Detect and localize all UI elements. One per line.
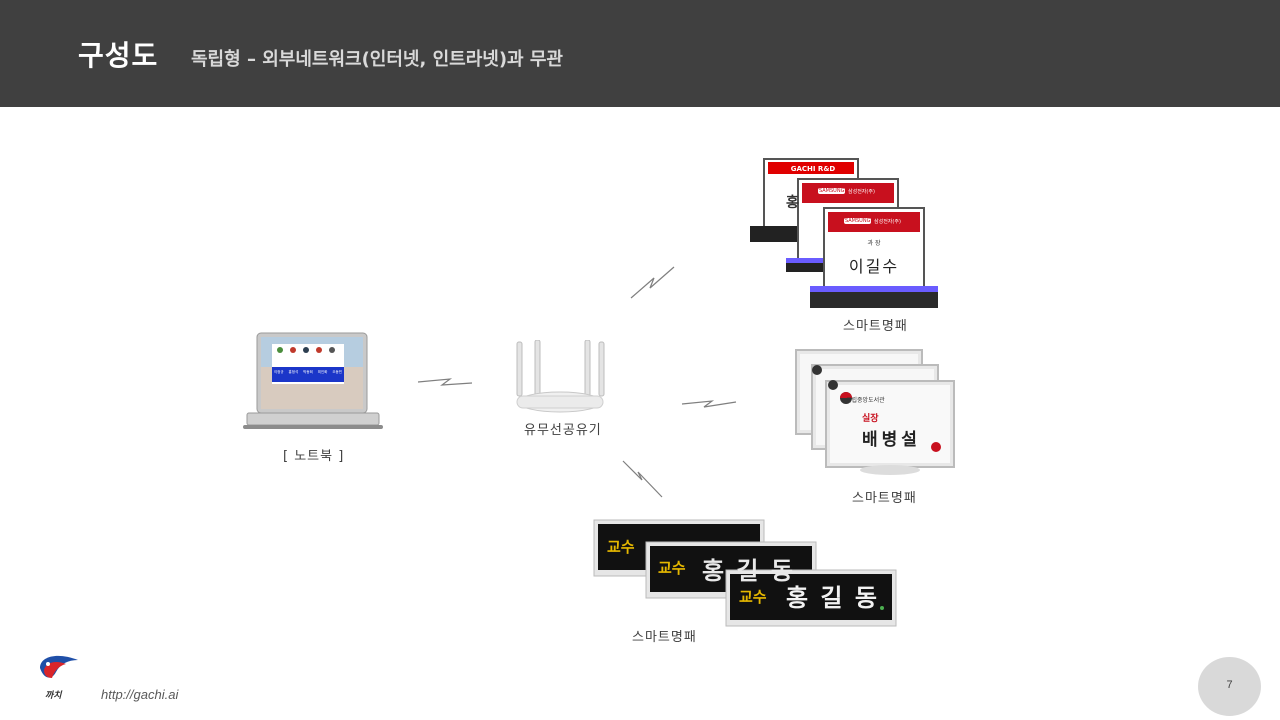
nameplate-c-front-title: 교수 — [739, 588, 767, 606]
laptop-illustration — [243, 332, 383, 429]
nameplate-a-mid-org: 삼성전자(주) — [848, 189, 875, 195]
page-title: 구성도 — [78, 39, 159, 72]
screen-button: 홍정석 — [288, 370, 299, 374]
nameplate-c-back-title: 교수 — [607, 538, 635, 556]
router-caption: 유무선공유기 — [524, 423, 602, 438]
nameplate-b-name: 배병설 — [862, 430, 921, 450]
page-subtitle: 독립형 – 외부네트워크(인터넷, 인트라넷)과 무관 — [191, 49, 563, 70]
nameplate-set-b — [795, 349, 955, 475]
nameplate-a-front-org: 삼성전자(주) — [874, 219, 901, 225]
nameplate-a-position: 과 장 — [867, 240, 881, 247]
nameplate-c-mid-name: 홍 길 동 — [702, 557, 795, 585]
nameplate-a-name: 이길수 — [848, 257, 900, 276]
footer-url-link[interactable]: http://gachi.ai — [101, 687, 179, 702]
nameplate-c-mid-title: 교수 — [658, 559, 686, 577]
nameplate-a-back-brand: GACHI R&D — [790, 165, 836, 173]
wireless-signal-icon — [417, 378, 473, 386]
laptop-screen-menu: 이정규 홍정석 박동희 최인화 오동민 — [272, 370, 344, 375]
gachi-logo-icon — [40, 655, 78, 678]
screen-button: 최인화 — [317, 370, 328, 374]
nameplate-set-a — [750, 158, 938, 308]
header-bar: 구성도 독립형 – 외부네트워크(인터넷, 인트라넷)과 무관 — [0, 0, 1280, 107]
nameplate-b-caption: 스마트명패 — [852, 491, 917, 506]
nameplate-c-caption: 스마트명패 — [632, 630, 697, 645]
page-number-badge: 7 — [1198, 657, 1261, 716]
wireless-signal-icon — [622, 460, 663, 498]
nameplate-a-front-logo: SAMSUNG — [844, 218, 872, 224]
nameplate-a-mid-logo: SAMSUNG — [818, 188, 846, 194]
laptop-caption: [ 노트북 ] — [283, 449, 345, 464]
page-number: 7 — [1226, 679, 1233, 691]
logo-text: 까치 — [45, 691, 62, 701]
nameplate-b-org: 국립중앙도서관 — [846, 397, 885, 404]
wireless-signal-icon — [681, 400, 737, 408]
nameplate-set-c — [593, 519, 897, 627]
nameplate-a-back-name: 홍 — [786, 195, 799, 211]
screen-button: 박동희 — [303, 370, 313, 374]
screen-button: 이정규 — [273, 370, 284, 374]
wireless-signal-icon — [630, 266, 675, 299]
nameplate-a-caption: 스마트명패 — [843, 319, 908, 334]
nameplate-c-front-name: 홍 길 동 — [786, 584, 879, 612]
router-illustration — [516, 340, 605, 413]
nameplate-b-position: 실장 — [862, 414, 879, 424]
screen-button: 오동민 — [332, 370, 342, 374]
